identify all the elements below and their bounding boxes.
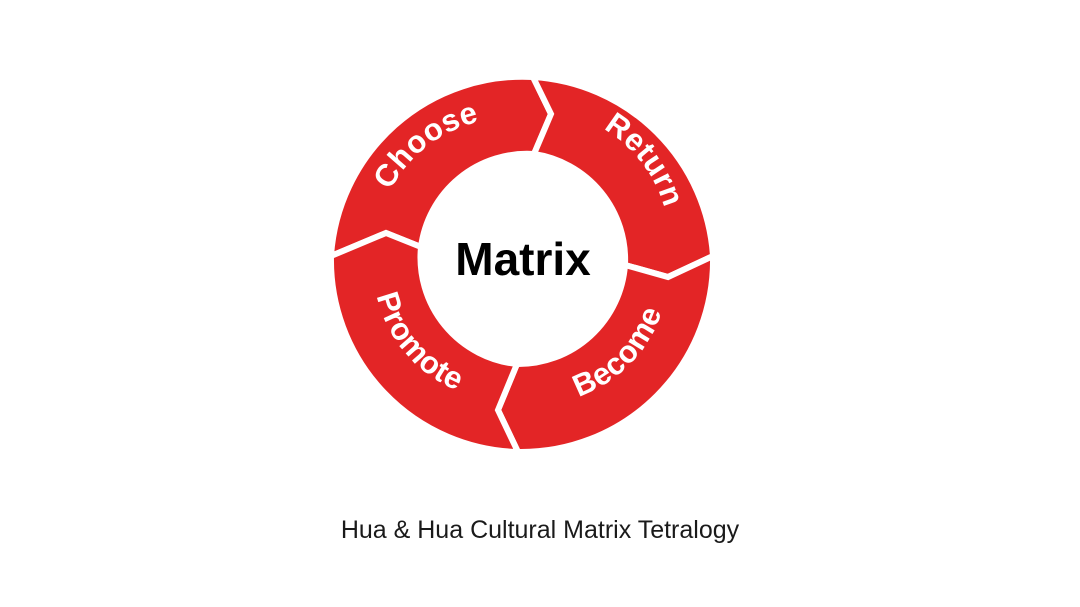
center-disc <box>419 155 627 363</box>
segment-promote: Promote <box>327 229 523 456</box>
center-label: Matrix <box>455 233 591 285</box>
diagram-caption: Hua & Hua Cultural Matrix Tetralogy <box>340 516 740 544</box>
segment-become: Become <box>494 251 717 456</box>
